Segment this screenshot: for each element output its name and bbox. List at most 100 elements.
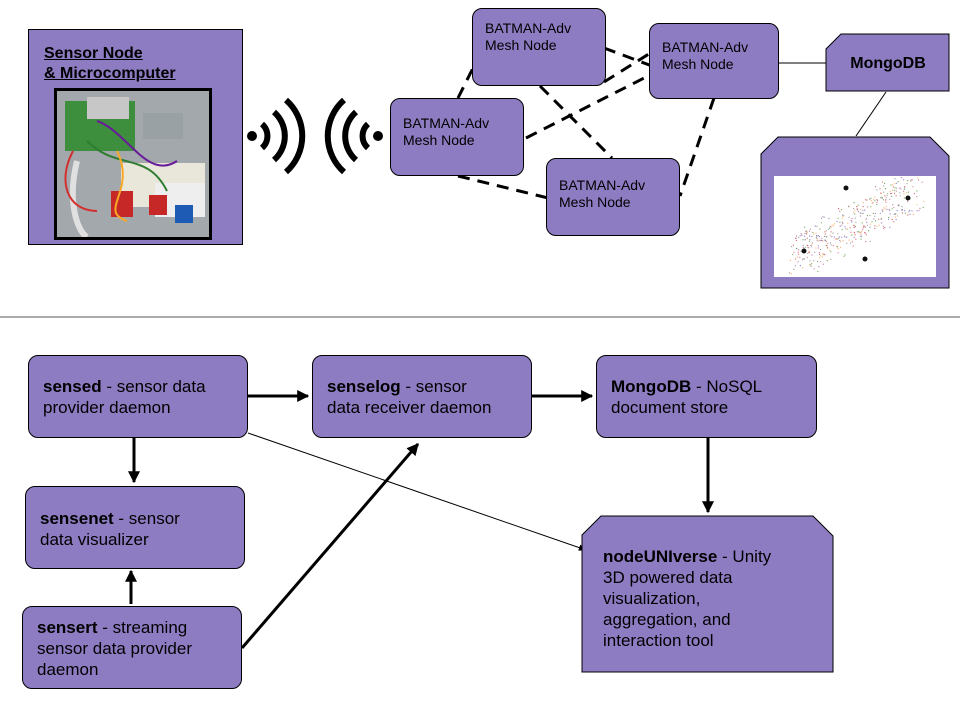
scatter-dot	[876, 225, 878, 227]
scatter-dot	[795, 239, 798, 242]
scatter-dot	[882, 199, 884, 201]
scatter-dot	[904, 186, 906, 188]
scatter-dot	[798, 249, 800, 251]
scatter-dot	[854, 234, 856, 236]
scatter-dot	[901, 209, 903, 211]
scatter-dot	[818, 252, 820, 254]
scatter-dot	[864, 209, 866, 211]
scatter-dot	[891, 192, 893, 195]
scatter-dot	[856, 231, 858, 233]
scatter-dot	[848, 216, 850, 218]
scatter-dot	[827, 242, 829, 244]
sensed-desc: - sensor data	[101, 377, 206, 396]
scatter-dot	[804, 232, 806, 235]
scatter-dot	[861, 212, 863, 214]
scatter-dot	[917, 177, 919, 179]
scatter-dot	[904, 212, 906, 214]
scatter-dot	[892, 204, 894, 206]
scatter-dot	[822, 240, 824, 242]
scatter-dot	[817, 247, 819, 249]
scatter-dot	[854, 217, 856, 219]
sensor-hardware-photo	[54, 88, 212, 240]
scatter-dot	[917, 179, 920, 181]
scatter-dot	[897, 181, 899, 183]
scatter-dot	[837, 208, 840, 210]
scatter-dot	[824, 254, 826, 256]
scatter-dot	[907, 191, 909, 193]
scatter-dot	[808, 230, 811, 232]
scatter-dot	[844, 236, 846, 238]
scatter-dot	[885, 197, 887, 199]
scatter-dot	[840, 209, 843, 211]
sensert-name: sensert	[37, 618, 98, 637]
scatter-dot	[876, 201, 878, 203]
scatter-dot	[869, 198, 871, 200]
scatter-dot	[887, 193, 889, 195]
scatter-dot	[907, 200, 909, 202]
scatter-dot	[878, 224, 880, 226]
scatter-dot	[885, 201, 887, 203]
mongodb-store-name: MongoDB	[611, 377, 692, 396]
scatter-dot	[795, 258, 797, 260]
scatter-dot	[826, 260, 828, 262]
scatter-dot	[826, 245, 828, 247]
scatter-dot	[860, 232, 862, 234]
scatter-dot	[827, 228, 829, 230]
sensed-desc-2: provider daemon	[43, 398, 171, 417]
nodeuniverse-desc-4: aggregation, and	[603, 610, 731, 629]
scatter-dot	[858, 231, 860, 233]
scatter-dot	[852, 245, 854, 247]
nodeuniverse-desc: - Unity	[717, 547, 772, 566]
scatter-dot	[923, 200, 925, 202]
scatter-dot	[808, 235, 811, 237]
scatter-dot	[838, 237, 840, 239]
scatter-dot	[888, 218, 890, 220]
scatter-dot	[820, 222, 822, 224]
scatter-dot	[799, 256, 801, 258]
scatter-dot	[793, 251, 795, 253]
scatter-dot	[889, 213, 891, 215]
scatter-dot	[808, 252, 810, 254]
scatter-dot	[869, 226, 871, 228]
scatter-dot	[865, 219, 867, 221]
scatter-dot	[823, 216, 825, 218]
scatter-dot	[815, 232, 817, 234]
scatter-dot	[872, 202, 874, 204]
scatter-dot	[819, 228, 821, 230]
scatter-dot	[856, 206, 858, 208]
scatter-dot	[828, 217, 830, 220]
scatter-dot	[829, 227, 831, 229]
scatter-hub-dot	[843, 185, 849, 191]
scatter-dot	[865, 218, 867, 220]
sensor-node-title: Sensor Node	[44, 45, 143, 62]
scatter-dot	[893, 213, 895, 215]
scatter-dot	[892, 184, 894, 186]
scatter-dot	[918, 209, 920, 211]
scatter-dot	[830, 231, 832, 233]
scatter-dot	[893, 189, 896, 191]
scatter-dot	[825, 240, 827, 242]
scatter-hub-dot	[905, 195, 911, 201]
scatter-dot	[916, 190, 918, 192]
scatter-dot	[791, 246, 793, 248]
scatter-dot	[882, 210, 884, 213]
scatter-dot	[906, 183, 908, 185]
scatter-dot	[797, 261, 799, 263]
scatter-dot	[824, 231, 826, 233]
scatter-dot	[811, 263, 813, 265]
mesh-node-4: BATMAN-Adv Mesh Node	[546, 158, 680, 236]
scatter-dot	[907, 180, 909, 182]
scatter-dot	[841, 217, 843, 220]
scatter-dot	[817, 260, 819, 263]
nodeuniverse-desc-5: interaction tool	[603, 631, 714, 650]
scatter-dot	[816, 235, 818, 237]
scatter-dot	[862, 227, 865, 229]
scatter-dot	[890, 193, 892, 195]
scatter-dot	[840, 241, 842, 243]
scatter-dot	[817, 270, 819, 273]
scatter-dot	[898, 204, 900, 206]
scatter-dot	[790, 273, 792, 275]
scatter-dot	[862, 229, 864, 231]
mesh-node-sublabel: Mesh Node	[662, 56, 734, 72]
